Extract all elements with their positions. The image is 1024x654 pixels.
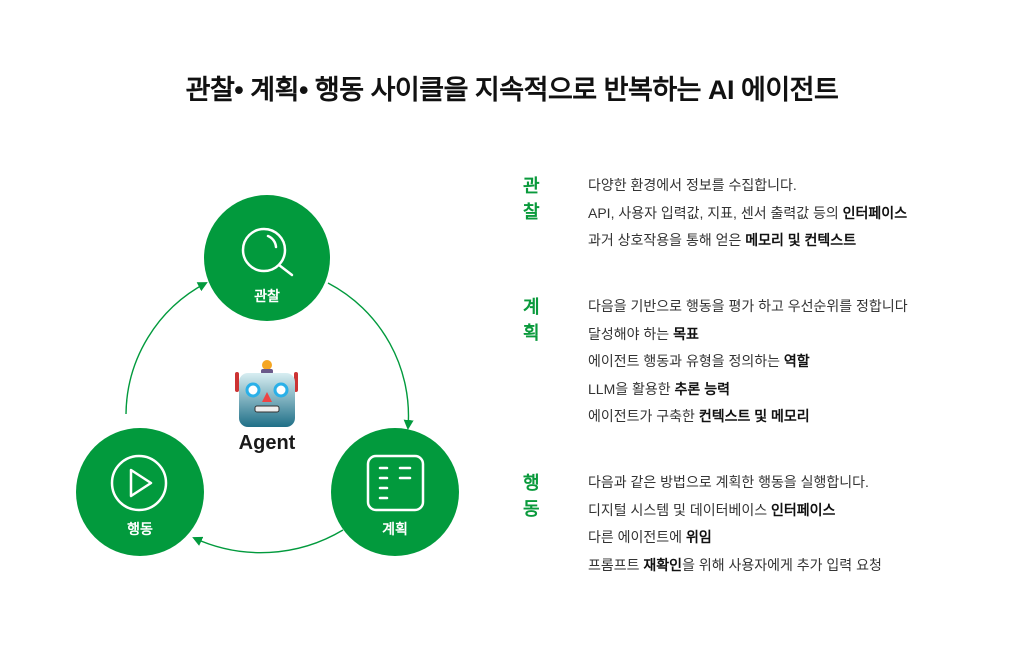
arrow-observe-to-plan xyxy=(327,282,414,430)
page-title: 관찰• 계획• 행동 사이클을 지속적으로 반복하는 AI 에이전트 xyxy=(185,75,839,105)
robot-icon xyxy=(235,360,298,427)
bold-text: 컨텍스트 및 메모리 xyxy=(698,408,810,424)
section-label: 관찰 xyxy=(523,176,540,222)
text: 에이전트가 구축한 xyxy=(588,408,699,424)
node-observe xyxy=(204,195,330,321)
section-label: 계획 xyxy=(523,297,540,343)
node-plan-label: 계획 xyxy=(382,521,408,537)
node-action xyxy=(76,428,204,556)
text: 에이전트 행동과 유형을 정의하는 xyxy=(588,353,784,369)
list-item: LLM을 활용한 추론 능력 xyxy=(588,376,1008,404)
list-item: 프롬프트 재확인을 위해 사용자에게 추가 입력 요청 xyxy=(588,552,1008,580)
node-observe-label: 관찰 xyxy=(254,288,280,304)
arrow-plan-to-action xyxy=(192,529,344,554)
text: 다른 에이전트에 xyxy=(588,529,686,545)
list-item: 다른 에이전트에 위임 xyxy=(588,524,1008,552)
list-item: 디지털 시스템 및 데이터베이스 인터페이스 xyxy=(588,497,1008,525)
magnifier-icon xyxy=(241,227,294,277)
list-item: API, 사용자 입력값, 지표, 센서 출력값 등의 인터페이스 xyxy=(588,200,1008,228)
list-icon xyxy=(366,454,425,512)
bold-text: 목표 xyxy=(673,325,699,342)
text: 달성해야 하는 xyxy=(588,325,674,342)
text: 디지털 시스템 및 데이터베이스 xyxy=(588,501,771,518)
bold-text: 인터페이스 xyxy=(842,204,908,221)
play-icon xyxy=(110,454,168,512)
text: 다음을 기반으로 행동을 평가 하고 우선순위를 정합니다 xyxy=(588,298,908,314)
bold-text: 메모리 및 컨텍스트 xyxy=(745,232,857,248)
text: 프롬프트 xyxy=(588,556,644,573)
section-lines: 다양한 환경에서 정보를 수집합니다. API, 사용자 입력값, 지표, 센서 … xyxy=(588,172,1008,255)
section-label: 행동 xyxy=(523,473,540,519)
agent-label: Agent xyxy=(238,432,296,454)
text: 다양한 환경에서 정보를 수집합니다. xyxy=(588,177,797,193)
bold-text: 위임 xyxy=(685,529,712,545)
text: 을 위해 사용자에게 추가 입력 요청 xyxy=(682,556,882,573)
list-item: 다음과 같은 방법으로 계획한 행동을 실행합니다. xyxy=(588,469,1008,497)
text: 과거 상호작용을 통해 얻은 xyxy=(588,232,746,248)
bold-text: 인터페이스 xyxy=(771,501,836,518)
list-item: 다양한 환경에서 정보를 수집합니다. xyxy=(588,172,1008,200)
bold-text: 재확인 xyxy=(643,556,683,573)
node-plan xyxy=(331,428,459,556)
list-item: 과거 상호작용을 통해 얻은 메모리 및 컨텍스트 xyxy=(588,227,1008,255)
text: API, 사용자 입력값, 지표, 센서 출력값 등의 xyxy=(588,204,843,221)
list-item: 에이전트 행동과 유형을 정의하는 역할 xyxy=(588,348,1008,376)
bold-text: 추론 능력 xyxy=(674,380,730,397)
node-action-label: 행동 xyxy=(127,521,153,537)
text: 다음과 같은 방법으로 계획한 행동을 실행합니다. xyxy=(588,474,869,490)
list-item: 다음을 기반으로 행동을 평가 하고 우선순위를 정합니다 xyxy=(588,293,1008,321)
text: LLM을 활용한 xyxy=(588,380,675,397)
section-lines: 다음과 같은 방법으로 계획한 행동을 실행합니다. 디지털 시스템 및 데이터베… xyxy=(588,469,1008,579)
arrow-action-to-observe xyxy=(125,282,208,415)
list-item: 달성해야 하는 목표 xyxy=(588,321,1008,349)
list-item: 에이전트가 구축한 컨텍스트 및 메모리 xyxy=(588,403,1008,431)
bold-text: 역할 xyxy=(783,353,810,369)
